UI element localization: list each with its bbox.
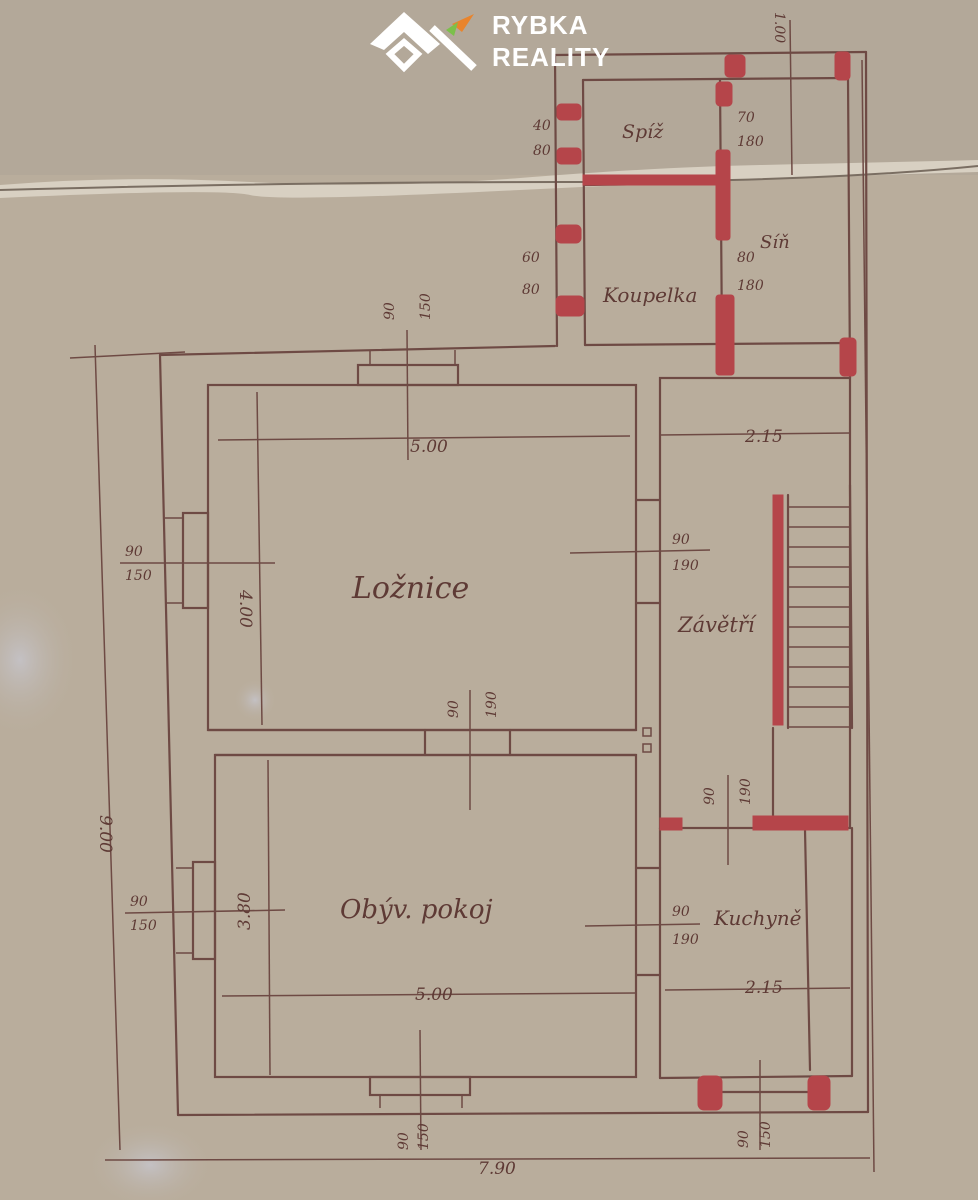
dim-annex-top: 1.00 (771, 12, 787, 43)
dim-door-stair-a: 90 (702, 787, 718, 805)
dimension-lines (69, 59, 875, 1173)
paper-stain (0, 580, 80, 740)
logo-word-1: RYBKA (492, 10, 589, 40)
paper-stain (233, 678, 277, 722)
dim-door-front-b: 150 (758, 1121, 774, 1148)
dim-door-mid-b: 190 (484, 691, 500, 718)
paper-top-section (0, 0, 978, 175)
room-label-loznice: Ložnice (351, 571, 469, 606)
outer-walls (158, 50, 870, 1117)
dim-window-top-a: 90 (382, 302, 398, 320)
dim-door-front-a: 90 (736, 1130, 752, 1148)
dim-door-kitchen-b: 190 (672, 932, 699, 948)
dim-bath-door-a: 80 (737, 250, 755, 266)
dim-window-bottom-b: 150 (416, 1123, 432, 1150)
room-label-kuchyne: Kuchyně (713, 906, 802, 930)
dim-window-bottom-a: 90 (396, 1132, 412, 1150)
kitchen-walls (584, 775, 854, 1150)
dim-porch-width: 2.15 (744, 427, 783, 447)
room-label-zavetri: Závětří (677, 613, 757, 637)
dim-door-porch-b: 190 (672, 558, 699, 574)
dim-bath-window-a: 60 (522, 250, 540, 266)
dim-kitchen-width: 2.15 (744, 978, 783, 998)
red-wall-marks (555, 51, 857, 1111)
dim-living-depth: 3.80 (235, 892, 255, 930)
room-label-spiz: Spíž (622, 121, 664, 143)
dim-door-kitchen-a: 90 (672, 904, 690, 920)
logo-word-2: REALITY (492, 42, 611, 72)
rybka-reality-logo: RYBKA REALITY (362, 6, 622, 76)
logo-mark-icon (370, 12, 477, 73)
room-label-obyvaci-pokoj: Obýv. pokoj (340, 895, 493, 925)
dim-total-depth: 9.00 (95, 815, 115, 853)
dim-spiz-door-b: 180 (737, 134, 764, 150)
dim-window-left-b: 150 (125, 568, 152, 584)
dim-bath-door-b: 180 (737, 278, 764, 294)
dim-window-living-b: 150 (130, 918, 157, 934)
dim-spiz-window-b: 80 (533, 143, 551, 159)
dim-door-porch-a: 90 (672, 532, 690, 548)
dim-bedroom-depth: 4.00 (235, 589, 255, 628)
dim-window-left-a: 90 (125, 544, 143, 560)
room-label-koupelka: Koupelka (602, 283, 697, 307)
bedroom-walls (120, 329, 638, 732)
staircase (771, 483, 854, 820)
room-labels: Ložnice Obýv. pokoj Závětří Kuchyně Koup… (340, 121, 802, 930)
living-room-walls (124, 753, 638, 1151)
dim-bedroom-width: 5.00 (410, 437, 448, 457)
dim-spiz-window-a: 40 (532, 118, 551, 134)
dim-door-mid-a: 90 (446, 700, 462, 718)
dim-bath-window-b: 80 (522, 282, 540, 298)
dim-window-living-a: 90 (130, 894, 148, 910)
dim-window-top-b: 150 (418, 293, 434, 320)
dim-door-stair-b: 190 (738, 778, 754, 805)
paper-fold (0, 160, 978, 198)
dim-living-width: 5.00 (415, 985, 453, 1005)
dimension-labels: 5.00 4.00 2.15 5.00 3.80 2.15 9.00 7.90 … (95, 12, 787, 1179)
porch-walls (569, 376, 852, 830)
dim-total-width: 7.90 (478, 1159, 516, 1179)
room-label-sin: Síň (760, 232, 790, 253)
dim-spiz-door-a: 70 (737, 110, 755, 126)
